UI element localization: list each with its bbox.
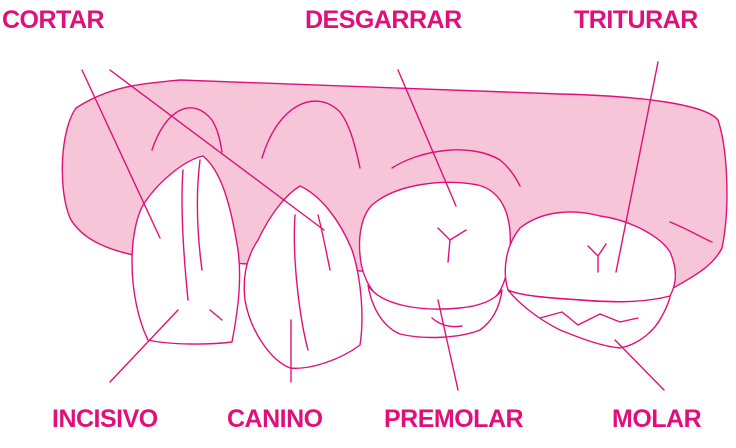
- premolar-crown: [367, 284, 503, 339]
- canine-ridge-2: [317, 214, 331, 271]
- label-canino: CANINO: [227, 405, 323, 433]
- incisor-ridge-2: [196, 159, 203, 271]
- pointer-triturar: [615, 61, 659, 273]
- pointer-premolar: [437, 299, 459, 391]
- canine-ridge-1: [293, 214, 309, 351]
- pointer-cortar-incisivo: [81, 69, 161, 239]
- gum-bump-2: [261, 100, 361, 169]
- premolar-cusp-line: [431, 317, 463, 328]
- premolar-fissure: [437, 227, 467, 263]
- label-molar: MOLAR: [612, 405, 702, 433]
- label-cortar: CORTAR: [2, 6, 105, 34]
- gum-bump-1: [151, 107, 223, 153]
- molar-ridge: [539, 311, 639, 326]
- incisor-ridge-1: [181, 169, 189, 301]
- pointer-incisivo: [109, 309, 179, 383]
- premolar-tooth: [358, 181, 512, 313]
- label-desgarrar: DESGARRAR: [305, 6, 462, 34]
- incisor-tooth: [131, 155, 241, 345]
- gum-bump-3: [391, 149, 521, 187]
- incisor-ridge-3: [209, 309, 223, 321]
- pointer-molar: [614, 339, 665, 391]
- gum-inner-line: [669, 221, 713, 243]
- label-incisivo: INCISIVO: [52, 405, 158, 433]
- canine-tooth: [243, 185, 363, 369]
- pointer-cortar-canino: [109, 69, 325, 231]
- molar-fissure: [587, 243, 607, 273]
- pointer-desgarrar: [397, 69, 457, 207]
- label-triturar: TRITURAR: [574, 6, 698, 34]
- label-premolar: PREMOLAR: [384, 405, 524, 433]
